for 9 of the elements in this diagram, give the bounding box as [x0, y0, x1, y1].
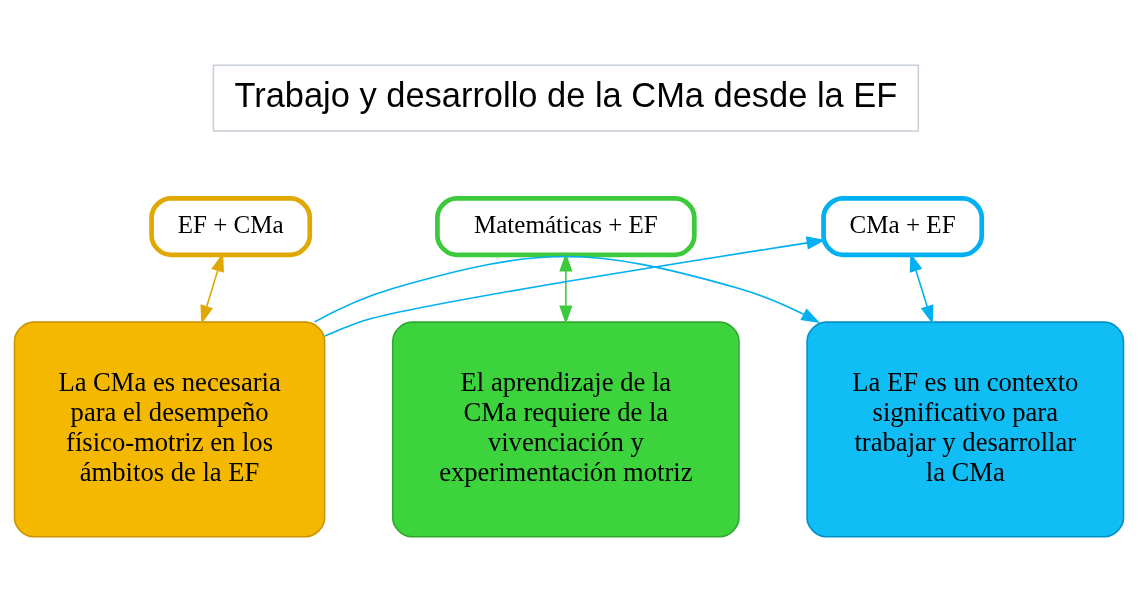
arrow	[324, 235, 826, 337]
node-box: La CMa es necesaria para el desempeño físico-motriz en los ámbitos de la EF	[13, 320, 326, 537]
node-box: CMa + EF	[821, 195, 985, 257]
node-box: El aprendizaje de la CMa requiere de la vivenciación y experimentación motriz	[392, 320, 740, 537]
node-box: Trabajo y desarrollo de la CMa desde la EF	[212, 64, 920, 132]
node-box: La EF es un contexto significativo para trabajar y desarrollar la CMa	[806, 320, 1125, 537]
arrow	[313, 255, 821, 323]
node-box: Matemáticas + EF	[435, 195, 697, 257]
node-box: EF + CMa	[149, 195, 313, 257]
